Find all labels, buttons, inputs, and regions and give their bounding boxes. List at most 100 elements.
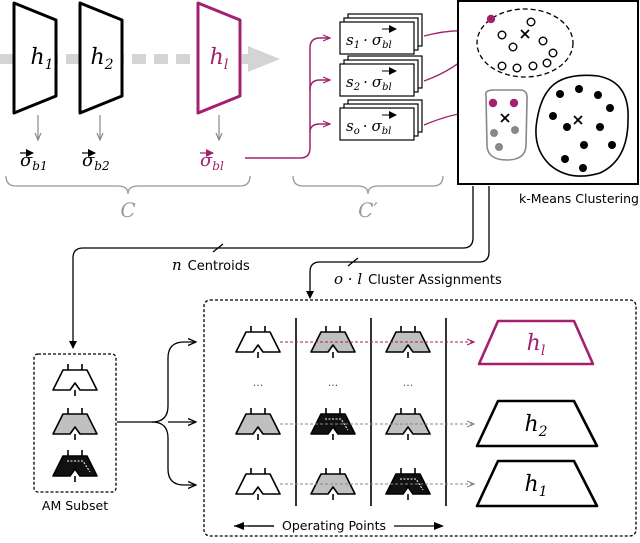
op-arrow-right-head	[434, 522, 444, 530]
scaled-box-o-s-sub: o	[354, 126, 360, 137]
scaled-box-1-sigma: σ	[372, 31, 383, 49]
sigma-bl: σbl	[200, 149, 224, 173]
scaled-box-1: s1·σbl	[339, 13, 423, 55]
svg-text:σb1: σb1	[20, 150, 48, 173]
cluster-3-centroid-icon	[573, 115, 583, 125]
model-h2-symbol: h	[90, 45, 104, 70]
operating-points-panel: ... ... ... hl h2 h1	[203, 299, 637, 537]
scaled-box-2-dot: ·	[363, 73, 368, 91]
svg-text:h2: h2	[90, 45, 113, 73]
svg-text:σb2: σb2	[82, 150, 110, 173]
row-h2-op-1-multiplier-icon	[235, 408, 281, 440]
am-subset-branch	[117, 342, 196, 485]
sigma-b2: σb2	[82, 149, 110, 173]
output-h2-subscript: 2	[538, 424, 548, 440]
sigma-b1: σb1	[20, 149, 48, 173]
am-multiplier-white-icon	[52, 364, 98, 396]
output-model-h1: h1	[475, 459, 599, 508]
centroids-text: Centroids	[188, 259, 250, 274]
output-h1-subscript: 1	[539, 484, 548, 500]
kmeans-panel	[457, 0, 639, 185]
model-h2: h2	[78, 1, 124, 115]
scaled-box-1-s-sub: 1	[354, 40, 360, 51]
cluster-1-points	[497, 17, 558, 73]
cluster-3-blob	[535, 74, 629, 177]
cluster-2-highlight-point-a	[488, 98, 498, 108]
centroids-var: n	[172, 256, 182, 274]
model-to-sigma-arrows	[38, 115, 219, 140]
am-multiplier-gray-icon	[52, 408, 98, 440]
am-subset-label: AM Subset	[42, 498, 108, 513]
output-h1-symbol: h	[524, 472, 538, 497]
am-subset-box	[33, 353, 117, 493]
set-c-prime-label: C′	[358, 198, 378, 222]
scaled-box-1-sigma-sub: bl	[382, 40, 392, 51]
ellipsis-col-2: ...	[328, 376, 339, 389]
scaled-box-2-s-sub: 2	[353, 82, 360, 93]
assignments-connector	[306, 186, 490, 299]
sigma-b2-subscript: b2	[94, 159, 109, 173]
brace-set-c-prime: C′	[292, 175, 444, 222]
svg-text:h2: h2	[524, 412, 547, 440]
scaled-box-2-sigma: σ	[372, 73, 383, 91]
scaled-box-o-sigma: σ	[372, 117, 383, 135]
am-multiplier-black-icon	[52, 450, 98, 482]
svg-text:hl: hl	[527, 331, 546, 359]
cluster-1-highlight-point	[486, 14, 496, 24]
am-subset-black-icon	[52, 450, 98, 482]
svg-text:so·σbl: so·σbl	[346, 117, 391, 137]
brace-set-c: C	[5, 175, 251, 222]
svg-text:h1: h1	[30, 45, 53, 73]
scaled-box-o-dot: ·	[363, 117, 368, 135]
output-h2-symbol: h	[524, 412, 538, 437]
scaled-box-2-s: s	[346, 73, 354, 91]
sigma-bl-subscript: bl	[212, 159, 224, 173]
model-h1-subscript: 1	[45, 57, 54, 73]
row-h1-op-1-multiplier-icon	[235, 468, 281, 500]
scaled-box-1-s: s	[346, 31, 354, 49]
ellipsis-col-1: ...	[253, 376, 264, 389]
cluster-2-blob	[484, 89, 528, 161]
model-h2-subscript: 2	[104, 57, 114, 73]
am-subset-white-icon	[52, 364, 98, 396]
cluster-2-highlight-point-b	[509, 98, 519, 108]
svg-text:s2·σbl: s2·σbl	[346, 73, 392, 93]
scaled-box-o: so·σbl	[339, 99, 423, 141]
scaled-box-2: s2·σbl	[339, 55, 423, 97]
kmeans-label: k-Means Clustering	[519, 191, 639, 206]
scaling-connector	[245, 38, 330, 159]
cluster-2-centroid-icon	[500, 113, 510, 123]
sigma-b1-subscript: b1	[32, 159, 47, 173]
centroids-connector	[69, 186, 474, 349]
svg-text:hl: hl	[210, 45, 229, 73]
assignments-var: o · l	[334, 270, 362, 288]
model-hl-subscript: l	[224, 57, 228, 73]
scaled-box-1-dot: ·	[363, 31, 368, 49]
scaled-box-o-sigma-sub: bl	[382, 126, 392, 137]
assignments-label: o · l Cluster Assignments	[334, 270, 502, 288]
output-hl-symbol: h	[527, 331, 541, 356]
row-hl-op-1-multiplier-icon	[235, 326, 281, 358]
cluster-2-point-a	[490, 129, 498, 137]
set-c-label: C	[120, 198, 135, 222]
svg-text:h1: h1	[524, 472, 547, 500]
svg-text:s1·σbl: s1·σbl	[346, 31, 392, 51]
model-hl: hl	[196, 1, 242, 115]
cluster-3-points	[549, 85, 616, 172]
output-model-hl: hl	[477, 319, 595, 366]
output-model-h2: h2	[475, 399, 599, 448]
am-subset-gray-icon	[52, 408, 98, 440]
svg-text:σbl: σbl	[200, 150, 224, 173]
scaled-box-2-sigma-sub: bl	[382, 82, 392, 93]
cluster-1-centroid-icon	[520, 29, 530, 39]
operating-points-label: Operating Points	[282, 518, 386, 533]
assignments-text: Cluster Assignments	[368, 273, 502, 288]
sigma-b2-symbol: σ	[82, 150, 95, 171]
cluster-2-point-c	[511, 126, 519, 134]
cluster-2-point-b	[495, 143, 503, 151]
scaled-box-o-s: s	[346, 117, 354, 135]
model-h1-symbol: h	[30, 45, 44, 70]
model-hl-symbol: h	[210, 45, 224, 70]
